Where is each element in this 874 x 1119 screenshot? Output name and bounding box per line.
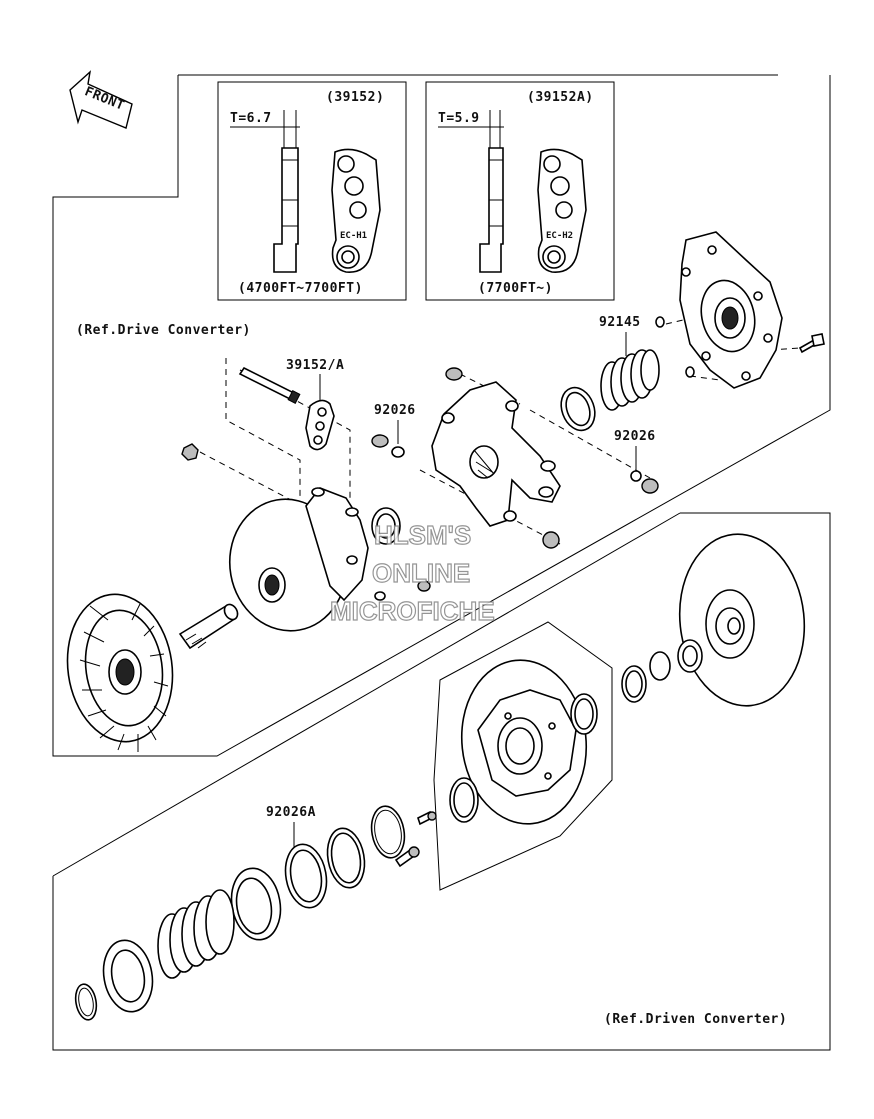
inset-weight-39152: (39152) T=6.7 EC-H1 (4700FT~7700FT) [217,81,407,301]
driven-seal [449,777,479,823]
inset-right-stamp: EC-H2 [546,231,573,241]
callout-39152-a: 39152/A [286,358,344,373]
spring-92145 [600,349,660,411]
callout-92026-left: 92026 [374,403,416,418]
driven-spring [157,889,235,979]
movable-sheave [228,487,431,632]
inset-left-stamp: EC-H1 [340,231,367,241]
driven-washer-1 [326,827,366,889]
front-arrow-icon: FRONT [69,70,133,129]
ref-driven-converter-label: (Ref.Driven Converter) [604,1012,787,1027]
watermark-line3: MICROFICHE [330,596,495,626]
inset-right-part-no: (39152A) [527,90,594,105]
watermark: HLSM'S ONLINE MICROFICHE [329,519,495,626]
callout-92145: 92145 [599,315,641,330]
inset-weight-39152a: (39152A) T=5.9 EC-H2 (7700FT~) [425,81,615,301]
weight-39152 [305,399,335,451]
driven-spring-seat [230,867,282,941]
driven-converter-frame [52,512,831,1051]
ref-drive-converter-label: (Ref.Drive Converter) [76,323,251,338]
fixed-sheave [66,593,239,752]
callout-92026-right: 92026 [614,429,656,444]
inset-left-part-no: (39152) [326,90,384,105]
ring [560,386,596,432]
driven-washer-92026a [284,843,328,909]
watermark-line2: ONLINE [372,558,470,588]
driven-o-ring [370,805,406,859]
driven-snap-ring [74,983,98,1021]
bearing [621,639,703,703]
driven-movable-sheave [433,621,613,891]
pin-92026 [371,434,405,458]
drive-converter-frame [52,74,831,757]
pin-92026-right [630,470,659,494]
inset-left-altitude: (4700FT~7700FT) [238,281,363,296]
cover-bolt [798,333,825,354]
bolt [238,366,301,404]
cover [655,231,783,389]
inset-right-altitude: (7700FT~) [478,281,553,296]
driven-spring-seat-2 [102,939,154,1013]
driven-pins [394,810,437,868]
front-label: FRONT [82,84,126,114]
spider [431,367,561,549]
inset-left-thickness: T=6.7 [230,111,272,126]
driven-fixed-sheave [678,533,806,707]
callout-92026a: 92026A [266,805,316,820]
nut [181,443,199,461]
watermark-line1: HLSM'S [374,520,471,550]
inset-right-thickness: T=5.9 [438,111,480,126]
